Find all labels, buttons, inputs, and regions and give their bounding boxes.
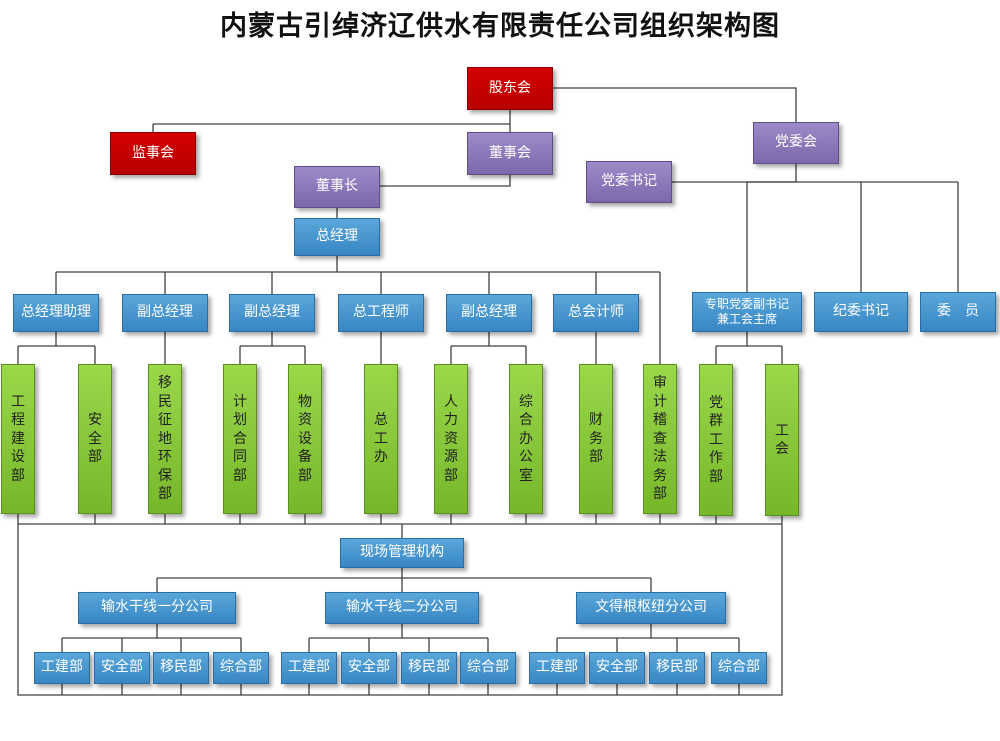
deputy-gm-box: 副总经理: [122, 294, 208, 332]
department-label: 移民征地环保部: [158, 375, 172, 503]
branch-unit-box: 综合部: [711, 652, 767, 684]
field-management-box: 现场管理机构: [340, 538, 464, 568]
branch-box: 输水干线一分公司: [78, 592, 236, 624]
gm-assistant-box: 总经理助理: [13, 294, 99, 332]
department-box: 审计稽查法务部: [643, 364, 677, 514]
branch-unit-box: 移民部: [153, 652, 209, 684]
discipline-secretary-box: 纪委书记: [814, 292, 908, 332]
branch-box: 输水干线二分公司: [325, 592, 479, 624]
department-label: 审计稽查法务部: [653, 375, 667, 503]
branch-unit-box: 安全部: [341, 652, 397, 684]
chairman-box: 董事长: [294, 166, 380, 208]
department-label: 人力资源部: [444, 393, 458, 484]
department-label: 工会: [775, 422, 789, 457]
branch-unit-box: 工建部: [34, 652, 90, 684]
branch-unit-box: 工建部: [281, 652, 337, 684]
supervisors-box: 监事会: [110, 132, 196, 175]
chief-engineer-box: 总工程师: [338, 294, 424, 332]
branch-unit-box: 综合部: [460, 652, 516, 684]
department-label: 综合办公室: [519, 393, 533, 484]
general-manager-box: 总经理: [294, 218, 380, 256]
committee-member-box: 委 员: [920, 292, 996, 332]
department-box: 财务部: [579, 364, 613, 514]
branch-unit-box: 移民部: [401, 652, 457, 684]
deputy-party-secretary-line2: 兼工会主席: [716, 312, 777, 326]
shareholders-box: 股东会: [467, 67, 553, 110]
department-box: 工程建设部: [1, 364, 35, 514]
department-box: 物资设备部: [288, 364, 322, 514]
branch-unit-box: 工建部: [529, 652, 585, 684]
branch-unit-box: 安全部: [94, 652, 150, 684]
department-box: 计划合同部: [223, 364, 257, 514]
deputy-gm-box: 副总经理: [229, 294, 315, 332]
branch-unit-box: 安全部: [589, 652, 645, 684]
branch-unit-box: 综合部: [213, 652, 269, 684]
department-label: 党群工作部: [709, 394, 723, 485]
page-title: 内蒙古引绰济辽供水有限责任公司组织架构图: [220, 11, 780, 42]
department-label: 总工办: [374, 412, 388, 466]
board-box: 董事会: [467, 132, 553, 175]
department-label: 工程建设部: [11, 393, 25, 484]
department-label: 安全部: [88, 412, 102, 466]
department-label: 物资设备部: [298, 393, 312, 484]
department-box: 总工办: [364, 364, 398, 514]
department-box: 移民征地环保部: [148, 364, 182, 514]
deputy-party-secretary-box: 专职党委副书记 兼工会主席: [692, 292, 802, 332]
department-box: 党群工作部: [699, 364, 733, 516]
department-box: 人力资源部: [434, 364, 468, 514]
department-box: 综合办公室: [509, 364, 543, 514]
department-label: 计划合同部: [233, 393, 247, 484]
department-box: 工会: [765, 364, 799, 516]
deputy-party-secretary-line1: 专职党委副书记: [704, 297, 789, 311]
branch-box: 文得根枢纽分公司: [576, 592, 726, 624]
deputy-gm-box: 副总经理: [446, 294, 532, 332]
department-label: 财务部: [589, 412, 603, 466]
party-secretary-box: 党委书记: [586, 161, 672, 203]
chief-accountant-box: 总会计师: [553, 294, 639, 332]
party-committee-box: 党委会: [753, 122, 839, 164]
branch-unit-box: 移民部: [649, 652, 705, 684]
department-box: 安全部: [78, 364, 112, 514]
